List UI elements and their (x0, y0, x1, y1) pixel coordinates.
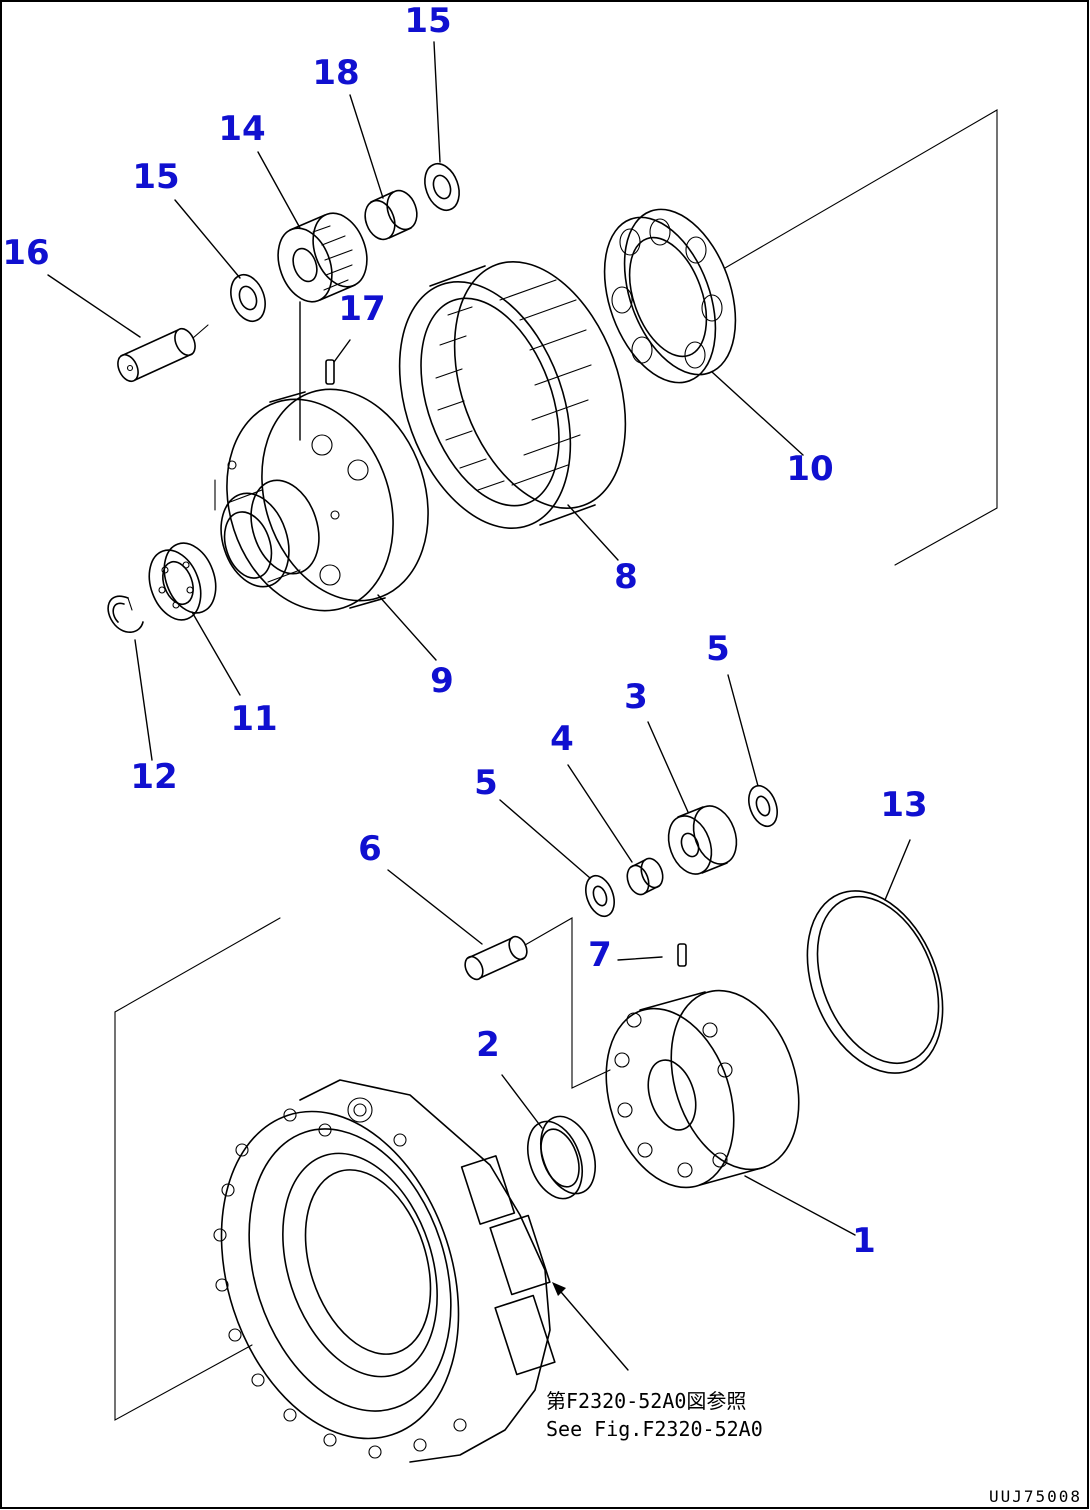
spacer-part-2 (527, 1115, 596, 1200)
thrust-washer-part-15-left (230, 273, 266, 323)
reference-note-japanese: 第F2320-52A0図参照 (546, 1389, 746, 1413)
upper-assembly-bracket (724, 109, 998, 566)
callout-8: 8 (614, 557, 638, 597)
reference-note: 第F2320-52A0図参照 See Fig.F2320-52A0 (546, 1389, 763, 1441)
needle-bearing-part-4 (626, 857, 664, 896)
callout-15-left: 15 (132, 157, 179, 197)
thrust-washer-part-5-left (585, 874, 615, 918)
planet-carrier-part-9 (214, 388, 429, 612)
bearing-part-11 (148, 542, 217, 621)
callout-7: 7 (588, 935, 612, 975)
planet-gear-part-3 (667, 805, 738, 875)
callout-11: 11 (230, 699, 277, 739)
final-drive-housing (213, 1079, 556, 1463)
thrust-washer-part-15-top (424, 162, 460, 212)
callout-1: 1 (852, 1221, 876, 1261)
o-ring-part-13 (806, 890, 944, 1074)
callout-labels: 15 18 14 15 16 17 10 8 9 11 12 5 3 4 5 1… (2, 1, 927, 1261)
leader-lines (47, 41, 911, 1371)
planet-shaft-part-16 (117, 324, 209, 383)
callout-13: 13 (880, 785, 927, 825)
ball-bearing-part-10 (603, 208, 737, 384)
callout-9: 9 (430, 661, 454, 701)
callout-2: 2 (476, 1025, 500, 1065)
drawing-code: UUJ75008 (989, 1487, 1082, 1506)
pin-part-17 (325, 359, 335, 385)
lower-assembly-bracket (114, 917, 611, 1421)
pin-part-7 (677, 943, 687, 967)
callout-4: 4 (550, 719, 574, 759)
callout-18: 18 (312, 53, 359, 93)
callout-6: 6 (358, 829, 382, 869)
reference-note-english: See Fig.F2320-52A0 (546, 1417, 763, 1441)
callout-10: 10 (786, 449, 833, 489)
planet-shaft-part-6 (464, 935, 528, 981)
thrust-washer-part-5-right (748, 784, 778, 828)
callout-16: 16 (2, 233, 49, 273)
callout-14: 14 (218, 109, 265, 149)
planet-carrier-part-1 (605, 989, 800, 1189)
needle-bearing-part-18 (364, 189, 418, 241)
planet-gear-part-14 (277, 212, 368, 303)
ring-gear-part-8 (398, 260, 627, 530)
snap-ring-part-12 (107, 595, 144, 633)
callout-15-top: 15 (404, 1, 451, 41)
callout-5-right: 5 (706, 629, 730, 669)
callout-17: 17 (338, 289, 385, 329)
callout-3: 3 (624, 677, 648, 717)
callout-5-left: 5 (474, 763, 498, 803)
callout-12: 12 (130, 757, 177, 797)
